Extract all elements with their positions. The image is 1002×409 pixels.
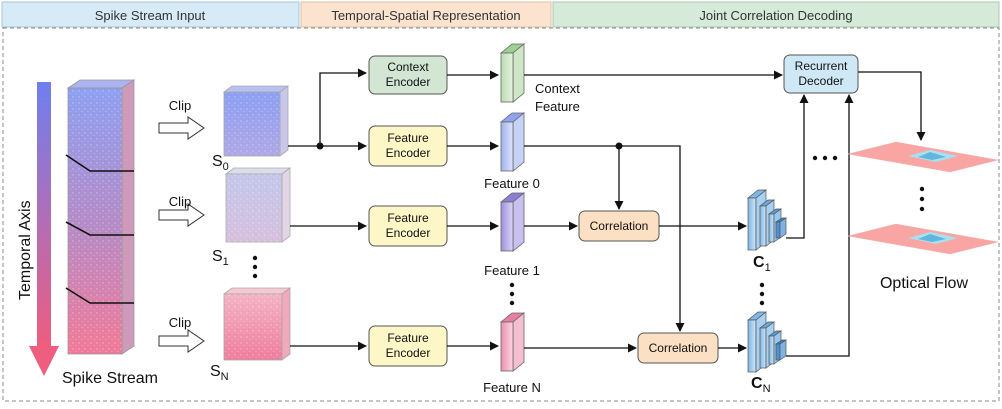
clip-cube-s0 xyxy=(222,85,290,157)
svg-text:Decoder: Decoder xyxy=(798,74,843,88)
feature-0-label: Feature 0 xyxy=(484,176,540,191)
context-feature-map xyxy=(499,43,526,103)
clip-arrow-n: Clip xyxy=(158,315,205,353)
spike-stream-label: Spike Stream xyxy=(62,370,158,387)
svg-text:Clip: Clip xyxy=(169,98,191,113)
svg-text:Spike Stream Input: Spike Stream Input xyxy=(95,8,206,23)
flow-ellipsis xyxy=(919,186,925,212)
context-feature-label-line1: Context xyxy=(535,81,580,96)
feature-1-label: Feature 1 xyxy=(484,263,540,278)
feature-map-0 xyxy=(499,112,526,172)
clip-label-sn: SN xyxy=(210,363,229,383)
cost-volume-cn xyxy=(747,311,788,373)
cost-volume-c1 xyxy=(747,189,788,251)
feature-encoder-n[interactable]: Feature Encoder xyxy=(368,325,448,367)
feature-encoder-0[interactable]: Feature Encoder xyxy=(368,125,448,167)
clip-cube-sn xyxy=(222,287,292,361)
clip-label-s0: S0 xyxy=(212,153,229,173)
correlation-box-n[interactable]: Correlation xyxy=(637,332,719,364)
temporal-axis-label: Temporal Axis xyxy=(17,200,34,300)
header-spike-input: Spike Stream Input xyxy=(1,1,300,28)
feature-ellipsis xyxy=(509,282,515,306)
svg-text:Context: Context xyxy=(387,60,429,74)
svg-text:Joint Correlation Decoding: Joint Correlation Decoding xyxy=(699,8,852,23)
clip-ellipsis xyxy=(252,255,258,279)
svg-text:Feature: Feature xyxy=(387,331,429,345)
encoder-connectors xyxy=(447,70,499,351)
cost-ellipsis xyxy=(759,282,765,306)
feature-encoder-1[interactable]: Feature Encoder xyxy=(368,205,448,247)
context-encoder[interactable]: Context Encoder xyxy=(368,55,448,95)
clip-arrow-0: Clip xyxy=(158,98,205,140)
feature-map-1 xyxy=(499,192,526,252)
optical-flow-frame-n xyxy=(847,223,999,255)
feature-n-label: Feature N xyxy=(483,380,541,395)
svg-text:Encoder: Encoder xyxy=(386,146,431,160)
svg-text:Correlation: Correlation xyxy=(649,341,708,355)
svg-text:Clip: Clip xyxy=(169,194,191,209)
decoder-connectors xyxy=(786,71,926,357)
svg-text:Correlation: Correlation xyxy=(590,219,649,233)
clip-arrow-1: Clip xyxy=(158,194,205,227)
svg-text:Temporal-Spatial Representatio: Temporal-Spatial Representation xyxy=(331,8,520,23)
header-joint-decoding: Joint Correlation Decoding xyxy=(552,1,1000,28)
svg-text:Feature: Feature xyxy=(387,211,429,225)
clip-connectors xyxy=(288,68,367,351)
diagram-frame xyxy=(2,27,1000,402)
context-feature-label-line2: Feature xyxy=(535,99,580,114)
header-temporal-spatial: Temporal-Spatial Representation xyxy=(300,1,552,28)
svg-text:Encoder: Encoder xyxy=(386,346,431,360)
correlation-box-1[interactable]: Correlation xyxy=(578,210,660,242)
svg-text:Encoder: Encoder xyxy=(386,226,431,240)
feature-map-n xyxy=(499,312,526,372)
clip-label-s1: S1 xyxy=(212,248,229,268)
svg-text:Clip: Clip xyxy=(169,315,191,330)
junction-dot-clip xyxy=(316,142,324,150)
optical-flow-label: Optical Flow xyxy=(880,275,968,292)
cost-label-c1: C1 xyxy=(753,254,771,274)
spike-stream-volume xyxy=(65,79,136,355)
cost-label-cn: CN xyxy=(751,375,771,395)
optical-flow-frame-1 xyxy=(847,141,999,173)
svg-text:Recurrent: Recurrent xyxy=(795,59,848,73)
recurrent-decoder[interactable]: Recurrent Decoder xyxy=(783,54,859,94)
temporal-axis-arrow xyxy=(29,82,59,376)
junction-dot-feature xyxy=(615,142,623,150)
svg-text:Encoder: Encoder xyxy=(386,75,431,89)
clip-cube-s1 xyxy=(224,167,292,243)
feature-connectors xyxy=(524,70,783,353)
decoder-ellipsis xyxy=(812,155,838,161)
svg-text:Feature: Feature xyxy=(387,131,429,145)
